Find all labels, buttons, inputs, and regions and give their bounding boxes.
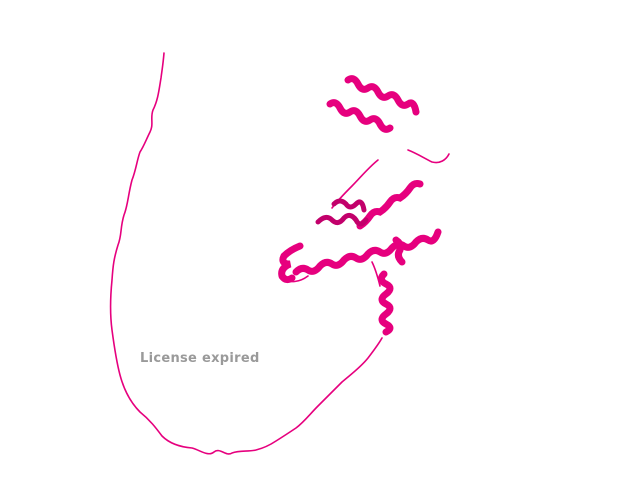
- coil-strand: [109, 52, 383, 455]
- coil-loop: [371, 261, 381, 287]
- helix-ribbon-back: [331, 198, 367, 213]
- helix-ribbon: [292, 228, 442, 276]
- helix-ribbon: [356, 180, 424, 230]
- coil-loop: [407, 149, 450, 164]
- helix-ribbon: [392, 236, 406, 266]
- license-watermark: License expired: [140, 351, 260, 366]
- helix-ribbon: [377, 270, 394, 336]
- helix-ribbon-back: [315, 212, 369, 227]
- helix-ribbon: [344, 75, 420, 116]
- helix-ribbon: [326, 99, 394, 133]
- helix-ribbon: [278, 242, 304, 284]
